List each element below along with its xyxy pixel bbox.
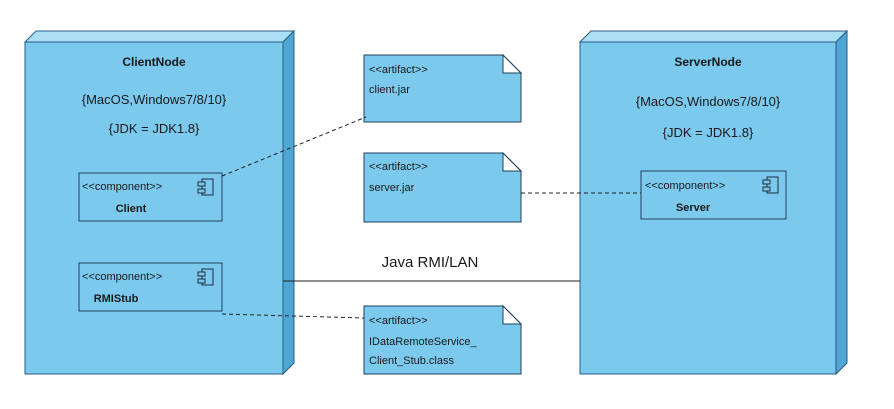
artifact-stub-class-name-line1: IDataRemoteService_ [369,336,477,348]
client-node-os-constraint: {MacOS,Windows7/8/10} [82,92,227,107]
server-node-os-constraint: {MacOS,Windows7/8/10} [636,94,781,109]
artifact-server-jar-shape [363,152,522,223]
client-node-side-face [282,29,295,376]
artifact-client-jar-name: client.jar [369,84,410,96]
server-node-top-face [578,30,849,43]
artifact-fold-corner [502,151,523,172]
client-component-stereotype: <<component>> [82,181,162,193]
rmistub-component-box [78,262,223,312]
server-component-box [640,170,787,220]
client-node-jdk-constraint: {JDK = JDK1.8} [109,121,200,136]
component-icon [197,178,214,196]
server-component-stereotype: <<component>> [645,180,725,192]
artifact-server-jar-stereotype: <<artifact>> [369,161,428,173]
artifact-stub-class-shape [363,305,522,375]
artifact-fold-corner [502,304,523,325]
server-node-jdk-constraint: {JDK = JDK1.8} [663,125,754,140]
dependency-client-to-client-jar[interactable] [221,116,367,177]
client-node-top-face [23,30,296,43]
server-node-side-face [835,29,848,376]
server-node[interactable]: ServerNode {MacOS,Windows7/8/10} {JDK = … [578,29,849,376]
client-node-title: ClientNode [122,55,186,69]
client-component[interactable]: <<component>> Client [78,172,223,222]
client-node[interactable]: ClientNode {MacOS,Windows7/8/10} {JDK = … [23,29,296,376]
dependency-rmistub-to-stub-class[interactable] [221,313,365,319]
server-component-name: Server [676,202,711,214]
artifact-client-jar-shape [363,54,522,123]
artifact-stub-class[interactable]: <<artifact>> IDataRemoteService_ Client_… [363,304,523,375]
artifact-server-jar[interactable]: <<artifact>> server.jar [363,151,523,223]
component-icon [762,176,779,194]
rmistub-component-name: RMIStub [94,293,139,305]
artifact-fold-corner [502,53,523,74]
artifact-client-jar[interactable]: <<artifact>> client.jar [363,53,523,123]
artifact-stub-class-stereotype: <<artifact>> [369,315,428,327]
communication-path-label: Java RMI/LAN [382,254,479,271]
artifact-stub-class-name-line2: Client_Stub.class [369,355,454,367]
server-component[interactable]: <<component>> Server [640,170,787,220]
component-icon [197,268,214,286]
artifact-client-jar-stereotype: <<artifact>> [369,64,428,76]
rmistub-component-stereotype: <<component>> [82,271,162,283]
client-component-name: Client [116,203,147,215]
rmistub-component[interactable]: <<component>> RMIStub [78,262,223,312]
client-component-box [78,172,223,222]
server-node-title: ServerNode [674,55,742,69]
artifact-server-jar-name: server.jar [369,182,415,194]
